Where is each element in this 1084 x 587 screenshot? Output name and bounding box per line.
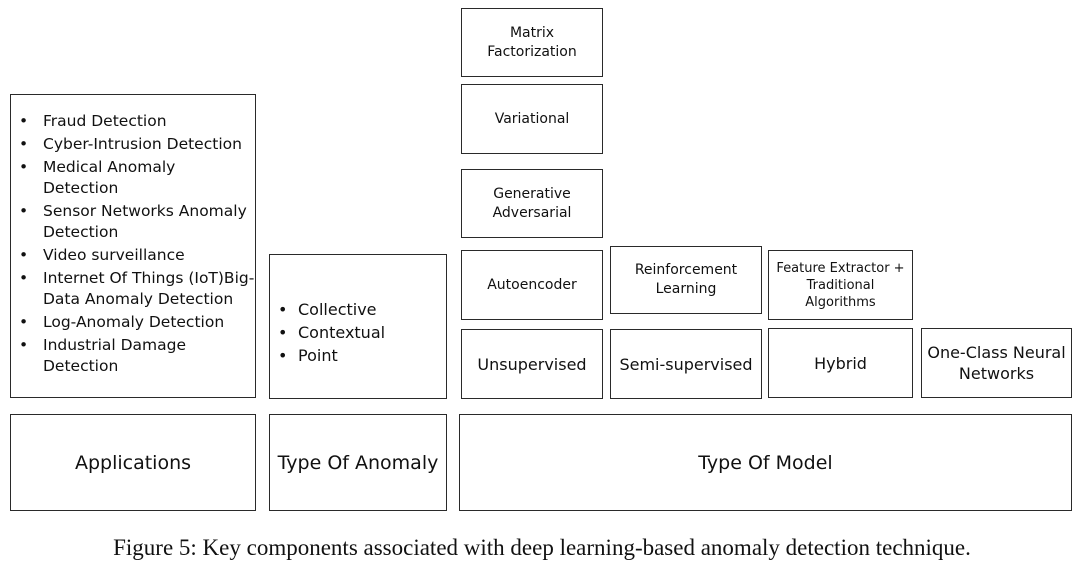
- application-item: Cyber-Intrusion Detection: [11, 134, 255, 155]
- application-item: Video surveillance: [11, 245, 255, 266]
- applications-list: Fraud Detection Cyber-Intrusion Detectio…: [11, 111, 255, 377]
- autoencoder-box: Autoencoder: [461, 250, 603, 320]
- semi-supervised-box: Semi-supervised: [610, 329, 762, 399]
- feature-extractor-box: Feature Extractor + Traditional Algorith…: [768, 250, 913, 320]
- figure-caption: Figure 5: Key components associated with…: [113, 535, 971, 560]
- reinforcement-learning-label: Reinforcement Learning: [634, 262, 738, 297]
- anomaly-category-box: Type Of Anomaly: [269, 414, 447, 511]
- anomaly-type-item: Collective: [270, 298, 446, 321]
- unsupervised-box: Unsupervised: [461, 329, 603, 399]
- application-item: Internet Of Things (IoT)Big- Data Anomal…: [11, 268, 255, 310]
- hybrid-box: Hybrid: [768, 328, 913, 398]
- anomaly-types-box: Collective Contextual Point: [269, 254, 447, 399]
- application-item: Sensor Networks Anomaly Detection: [11, 201, 255, 243]
- model-category-box: Type Of Model: [459, 414, 1072, 511]
- matrix-factorization-label: Matrix Factorization: [487, 24, 577, 60]
- applications-list-box: Fraud Detection Cyber-Intrusion Detectio…: [10, 94, 256, 398]
- hybrid-label: Hybrid: [814, 353, 867, 373]
- anomaly-type-item: Contextual: [270, 321, 446, 344]
- matrix-factorization-box: Matrix Factorization: [461, 8, 603, 77]
- application-item: Medical Anomaly Detection: [11, 157, 255, 199]
- anomaly-types-list: Collective Contextual Point: [270, 298, 446, 367]
- unsupervised-label: Unsupervised: [477, 354, 587, 374]
- one-class-label: One-Class Neural Networks: [927, 343, 1066, 383]
- applications-title: Applications: [74, 451, 192, 474]
- applications-category-box: Applications: [10, 414, 256, 511]
- generative-adversarial-box: Generative Adversarial: [461, 169, 603, 238]
- anomaly-type-item: Point: [270, 344, 446, 367]
- variational-box: Variational: [461, 84, 603, 154]
- reinforcement-learning-box: Reinforcement Learning: [610, 246, 762, 314]
- application-item: Log-Anomaly Detection: [11, 312, 255, 333]
- application-item: Fraud Detection: [11, 111, 255, 132]
- one-class-box: One-Class Neural Networks: [921, 328, 1072, 398]
- autoencoder-label: Autoencoder: [487, 276, 577, 293]
- model-title: Type Of Model: [698, 451, 833, 474]
- application-item: Industrial Damage Detection: [11, 335, 255, 377]
- generative-adversarial-label: Generative Adversarial: [492, 185, 572, 221]
- feature-extractor-label: Feature Extractor + Traditional Algorith…: [776, 260, 905, 310]
- variational-label: Variational: [494, 110, 570, 127]
- anomaly-title: Type Of Anomaly: [277, 451, 439, 474]
- semi-supervised-label: Semi-supervised: [619, 354, 753, 374]
